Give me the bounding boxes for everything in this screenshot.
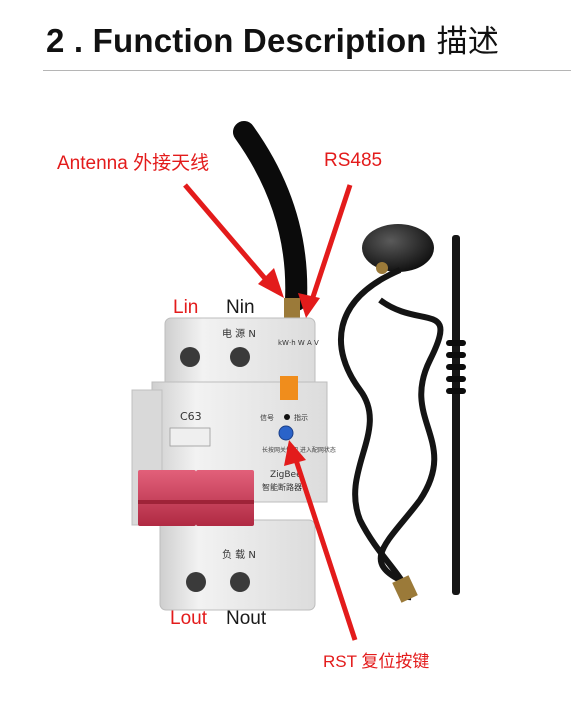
rst-arrow (293, 459, 358, 641)
label-nout: Nout (226, 608, 267, 629)
rating: C63 (180, 410, 202, 423)
section-heading-text: 2 . Function Description (46, 22, 427, 59)
indicator-led (284, 414, 290, 420)
top-marking: 电 源 N (222, 327, 256, 340)
terminal-nin (230, 347, 250, 367)
terminal-nout (230, 572, 250, 592)
brand-text: ZigBee (270, 470, 302, 480)
rst-button[interactable] (278, 425, 294, 441)
breaker-handle-left (138, 470, 196, 526)
indicator-label: 指示 (294, 413, 308, 422)
bottom-marking: 负 载 N (222, 548, 256, 561)
heading-divider (43, 70, 571, 71)
product-text: 智能断路器 (262, 482, 302, 492)
label-antenna: Antenna 外接天线 (57, 153, 210, 174)
breaker-module: 电 源 N kW·h W A V C63 信号 指示 长按网关快闪 进入配网状态… (131, 317, 336, 611)
label-rst: RST 复位按键 (323, 652, 430, 671)
signal-label: 信号 (260, 413, 274, 422)
terminal-lout (186, 572, 206, 592)
breaker-handle-right (196, 470, 254, 526)
antenna-arrow (183, 183, 270, 284)
status-tag (280, 376, 298, 400)
instruction-text: 长按网关快闪 进入配网状态 (262, 446, 336, 454)
rs485-arrow (309, 184, 353, 301)
terminal-lin (180, 347, 200, 367)
label-rs485: RS485 (324, 150, 383, 171)
annotation-arrows (183, 183, 358, 641)
label-lin: Lin (173, 297, 199, 318)
external-antenna (338, 224, 466, 603)
label-lout: Lout (170, 608, 207, 629)
meter-labels: kW·h W A V (278, 339, 319, 347)
section-heading-cn: 描述 (436, 24, 500, 60)
label-nin: Nin (226, 297, 255, 318)
antenna (233, 121, 308, 324)
